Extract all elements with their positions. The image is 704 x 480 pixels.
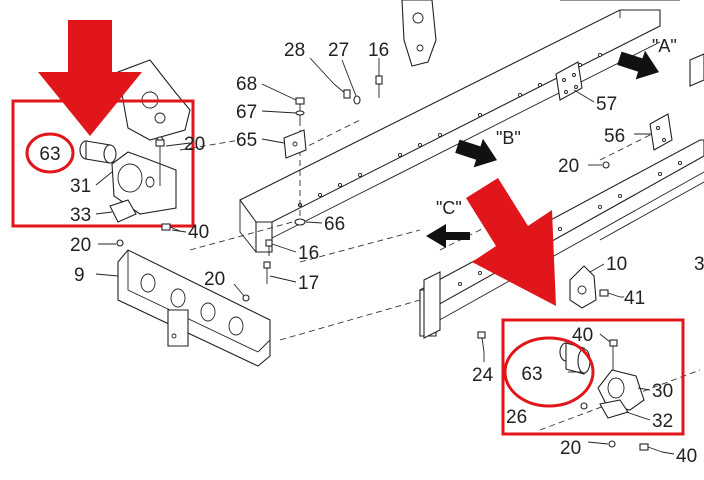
- red-down-arrow-icon-right: [466, 178, 556, 306]
- view-arrow-c-icon: [426, 224, 470, 248]
- label-part-3: 3: [694, 254, 704, 275]
- label-part-28: 28: [284, 40, 305, 61]
- label-part-27: 27: [328, 40, 349, 61]
- bracket-part-10: [569, 265, 597, 309]
- washer-part-27: [353, 95, 361, 105]
- top-center-bracket: [401, 0, 437, 67]
- view-label-c: "C": [436, 198, 462, 218]
- label-part-20-left-box: 20: [184, 134, 205, 155]
- bolt-part-40-bottom: [639, 443, 663, 453]
- bolt-part-16-top: [375, 75, 383, 98]
- label-part-40-bottom: 40: [676, 446, 697, 467]
- label-part-20-member: 20: [204, 269, 225, 290]
- view-label-b: "B": [496, 128, 521, 148]
- label-part-16-mid: 16: [298, 243, 319, 264]
- label-part-65: 65: [236, 130, 257, 151]
- right-edge-rail: [560, 0, 704, 87]
- circled-63-left: 63: [25, 132, 75, 174]
- label-part-68: 68: [236, 74, 257, 95]
- view-arrow-a-icon: [617, 50, 660, 80]
- bolt-stack-68-67-65: [283, 97, 307, 226]
- label-part-57: 57: [596, 94, 617, 115]
- label-part-26: 26: [506, 407, 527, 428]
- bolt-part-41: [599, 289, 621, 298]
- leader-lines: [95, 57, 675, 455]
- label-part-67: 67: [236, 102, 257, 123]
- view-label-a: "A": [652, 36, 677, 56]
- label-part-40-left: 40: [188, 222, 209, 243]
- upper-chassis-rail: [239, 9, 661, 253]
- left-bushing-assembly: [79, 139, 181, 232]
- label-part-10: 10: [606, 254, 627, 275]
- bracket-near-view-c: [423, 271, 441, 339]
- circled-63-left-label: 63: [39, 144, 60, 165]
- right-highlight-box: [501, 318, 685, 436]
- label-part-41: 41: [624, 288, 645, 309]
- bolt-part-28: [333, 83, 351, 99]
- label-part-16-top: 16: [368, 40, 389, 61]
- bolt-part-24: [477, 331, 486, 353]
- bolt-part-16-mid: [265, 239, 273, 256]
- label-part-9: 9: [74, 265, 85, 286]
- label-part-20-rail: 20: [558, 156, 579, 177]
- label-part-24: 24: [472, 365, 494, 386]
- label-part-20-bottom: 20: [560, 438, 581, 459]
- upper-rail-holes: [297, 52, 603, 208]
- label-part-66: 66: [324, 214, 345, 235]
- circled-63-right-label: 63: [521, 364, 542, 385]
- circled-63-right: 63: [503, 336, 595, 408]
- view-arrow-b-icon: [455, 138, 498, 168]
- label-part-31: 31: [70, 176, 91, 197]
- plate-part-56: [649, 113, 673, 151]
- bolt-part-17: [263, 261, 271, 284]
- label-part-40-right-box: 40: [572, 325, 593, 346]
- label-part-32: 32: [652, 411, 673, 432]
- cross-member-part-9: [117, 249, 271, 367]
- right-bushing-assembly: [559, 339, 645, 419]
- label-part-30: 30: [652, 381, 673, 402]
- label-part-56: 56: [604, 126, 625, 147]
- label-part-20-cross: 20: [70, 235, 91, 256]
- red-down-arrow-icon-left: [38, 20, 142, 136]
- label-part-17: 17: [298, 273, 319, 294]
- label-part-33: 33: [70, 205, 91, 226]
